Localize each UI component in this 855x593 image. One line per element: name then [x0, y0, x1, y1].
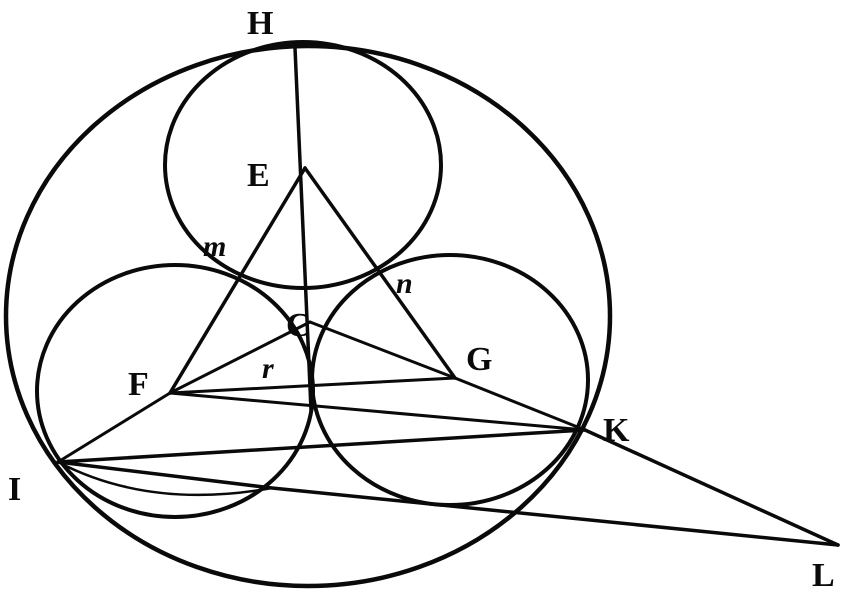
arc-I-bottom: [56, 460, 274, 497]
line-E-G: [303, 166, 457, 380]
outer-circle: [3, 43, 613, 589]
upper-circle: [163, 40, 443, 290]
label-m: m: [203, 230, 226, 263]
label-n: n: [396, 267, 413, 300]
label-r: r: [262, 352, 274, 385]
label-I: I: [8, 471, 21, 508]
line-C-G: [308, 320, 457, 380]
line-K-L: [583, 428, 840, 547]
line-I-K: [56, 428, 587, 464]
line-F-K: [168, 391, 587, 432]
label-H: H: [247, 5, 273, 42]
label-G: G: [466, 341, 492, 378]
line-H-C: [293, 46, 313, 412]
line-E-F: [168, 166, 307, 395]
label-F: F: [128, 366, 149, 403]
line-I-F: [56, 391, 172, 464]
label-K: K: [603, 412, 630, 449]
label-E: E: [247, 157, 270, 194]
line-G-K: [453, 376, 587, 432]
line-F-G: [168, 376, 457, 395]
label-C: C: [286, 307, 311, 344]
line-C-F: [168, 320, 312, 395]
label-L: L: [812, 557, 835, 593]
right-circle: [310, 253, 590, 507]
